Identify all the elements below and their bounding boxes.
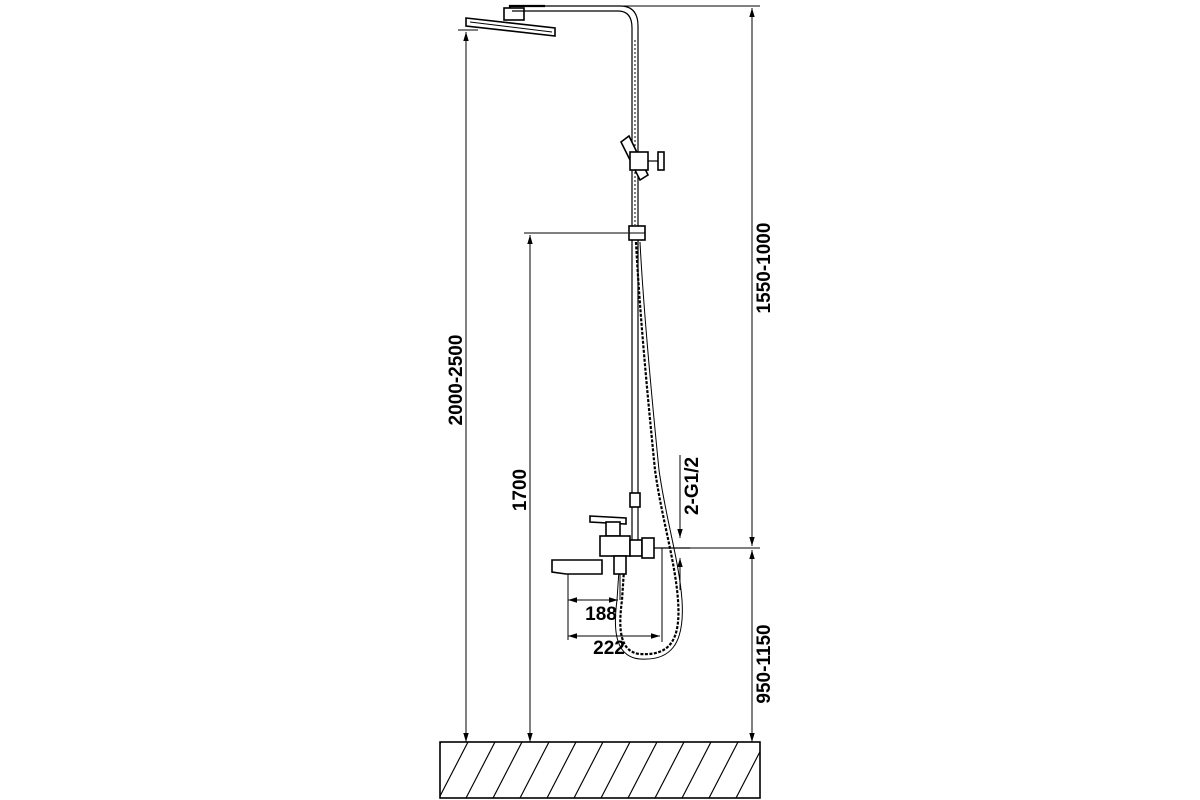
dim-total-height-label: 2000-2500 (446, 335, 467, 426)
shower-hose (614, 241, 683, 660)
dim-total-height: 2000-2500 (446, 29, 478, 742)
dim-holder-height: 1700 (510, 232, 628, 742)
shower-arm (512, 5, 639, 232)
dim-spout-222-label: 222 (593, 638, 625, 659)
bath-mixer (551, 515, 690, 600)
dim-holder-height-label: 1700 (510, 469, 531, 511)
rain-shower-head (465, 4, 556, 37)
slider-bracket (628, 225, 646, 241)
dim-rail-height: 1550-1000 (560, 5, 775, 546)
dim-rail-height-label: 1550-1000 (754, 223, 775, 314)
floor (439, 741, 761, 799)
dim-spout-188-label: 188 (585, 604, 617, 625)
dim-spout-188: 188 (567, 574, 618, 640)
dim-mixer-height: 950-1150 (680, 547, 775, 742)
shower-rail (629, 240, 641, 540)
hand-shower (619, 134, 665, 182)
dim-spout-222: 222 (568, 548, 663, 659)
dim-mixer-height-label: 950-1150 (754, 624, 775, 703)
dim-connection-label: 2-G1/2 (682, 457, 703, 515)
dim-connection: 2-G1/2 (668, 455, 703, 590)
